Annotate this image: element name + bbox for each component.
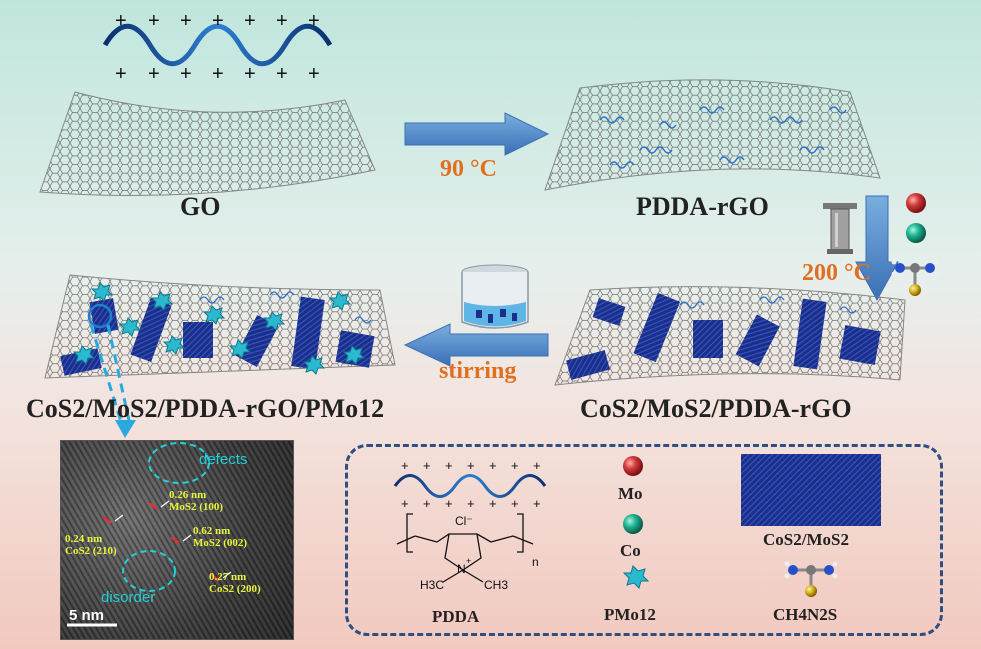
pdda-chain-icon: + + + + + + + + + + + + + + (102, 10, 333, 85)
co-sphere-icon (906, 223, 926, 243)
legend-thiourea-label: CH4N2S (773, 605, 838, 624)
tem-d2: 0.62 nm (193, 525, 231, 537)
legend-methyl-right: CH3 (484, 578, 509, 592)
svg-text:+: + (115, 10, 127, 32)
tem-defects-label: defects (199, 451, 248, 468)
legend-cos2-mos2-icon (741, 454, 881, 526)
svg-text:+: + (445, 458, 453, 473)
legend-mo-label: Mo (618, 484, 643, 503)
tem-d3-plane: CoS2 (210) (65, 545, 117, 557)
svg-text:+: + (511, 496, 519, 511)
legend-cos2-mos2-label: CoS2/MoS2 (763, 530, 849, 549)
svg-text:+: + (244, 10, 256, 32)
condition-step1: 90 °C (440, 156, 497, 182)
svg-text:+: + (276, 63, 288, 85)
svg-text:+: + (489, 458, 497, 473)
thiourea-molecule-icon (891, 259, 939, 296)
svg-text:+: + (212, 10, 224, 32)
tem-disorder-label: disorder (101, 589, 156, 606)
label-cos2-mos2-pdda-rgo: CoS2/MoS2/PDDA-rGO (580, 394, 852, 423)
svg-text:+: + (276, 10, 288, 32)
label-go: GO (180, 192, 221, 221)
svg-text:+: + (180, 63, 192, 85)
legend-pdda-structure-icon (396, 513, 534, 583)
go-sheet (39, 91, 376, 197)
svg-text:+: + (445, 496, 453, 511)
autoclave-icon (823, 203, 857, 254)
legend-n-subscript: n (532, 555, 539, 569)
svg-text:+: + (115, 63, 127, 85)
legend-co-icon (623, 514, 643, 534)
mo-sphere-icon (906, 193, 926, 213)
legend-pdda-wave-icon: + + + + + + + + + + + + + + (393, 458, 547, 511)
legend-co-label: Co (620, 541, 641, 560)
svg-text:+: + (401, 458, 409, 473)
tem-overlay (67, 442, 232, 627)
svg-text:+: + (511, 458, 519, 473)
legend-thiourea-icon (784, 561, 838, 597)
svg-text:+: + (308, 63, 320, 85)
svg-text:+: + (401, 496, 409, 511)
legend-pmo12-label: PMo12 (604, 605, 656, 624)
arrow-step1 (404, 112, 550, 156)
legend-chloride: Cl⁻ (455, 514, 473, 528)
condition-step2: 200 °C (802, 260, 871, 286)
svg-text:+: + (467, 496, 475, 511)
svg-text:+: + (423, 496, 431, 511)
tem-d1: 0.26 nm (169, 489, 207, 501)
pdda-rgo-sheet (544, 79, 881, 191)
legend-methyl-left: H3C (420, 578, 445, 592)
tem-d4: 0.27 nm (209, 571, 247, 583)
svg-text:+: + (148, 10, 160, 32)
legend-box (345, 444, 943, 636)
svg-text:+: + (148, 63, 160, 85)
arrow-step2 (855, 195, 899, 302)
tem-d4-plane: CoS2 (200) (209, 583, 261, 595)
label-cos2-mos2-pdda-rgo-pmo12: CoS2/MoS2/PDDA-rGO/PMo12 (26, 394, 385, 423)
tem-d1-plane: MoS2 (100) (169, 501, 224, 513)
condition-step3: stirring (439, 358, 517, 384)
arrow-step3 (403, 323, 549, 367)
svg-text:+: + (533, 496, 541, 511)
svg-text:+: + (423, 458, 431, 473)
svg-text:+: + (212, 63, 224, 85)
legend-pdda-label: PDDA (432, 607, 480, 626)
svg-text:+: + (180, 10, 192, 32)
tem-d3: 0.24 nm (65, 533, 103, 545)
cos2-mos2-pdda-rgo-pmo12-sheet (44, 274, 396, 379)
svg-text:+: + (244, 63, 256, 85)
legend-pmo12-icon (622, 565, 650, 589)
zoom-arrowhead (115, 420, 136, 438)
beaker-icon (461, 264, 529, 329)
svg-text:+: + (467, 458, 475, 473)
zoom-indicator (89, 324, 132, 426)
legend-nitrogen-charge: + (466, 556, 472, 566)
tem-d2-plane: MoS2 (002) (193, 537, 248, 549)
label-pdda-rgo: PDDA-rGO (636, 192, 769, 221)
cos2-mos2-pdda-rgo-sheet (554, 286, 906, 386)
svg-text:+: + (489, 496, 497, 511)
legend-mo-icon (623, 456, 643, 476)
legend-nitrogen: N (457, 562, 466, 576)
legend-graphics: + + + + + + + + + + + + + + (393, 454, 881, 597)
tem-image: defects disorder 0.26 nm MoS2 (100) 0.62… (60, 440, 294, 640)
svg-text:+: + (308, 10, 320, 32)
svg-text:+: + (533, 458, 541, 473)
tem-scale-bar-label: 5 nm (69, 607, 105, 624)
